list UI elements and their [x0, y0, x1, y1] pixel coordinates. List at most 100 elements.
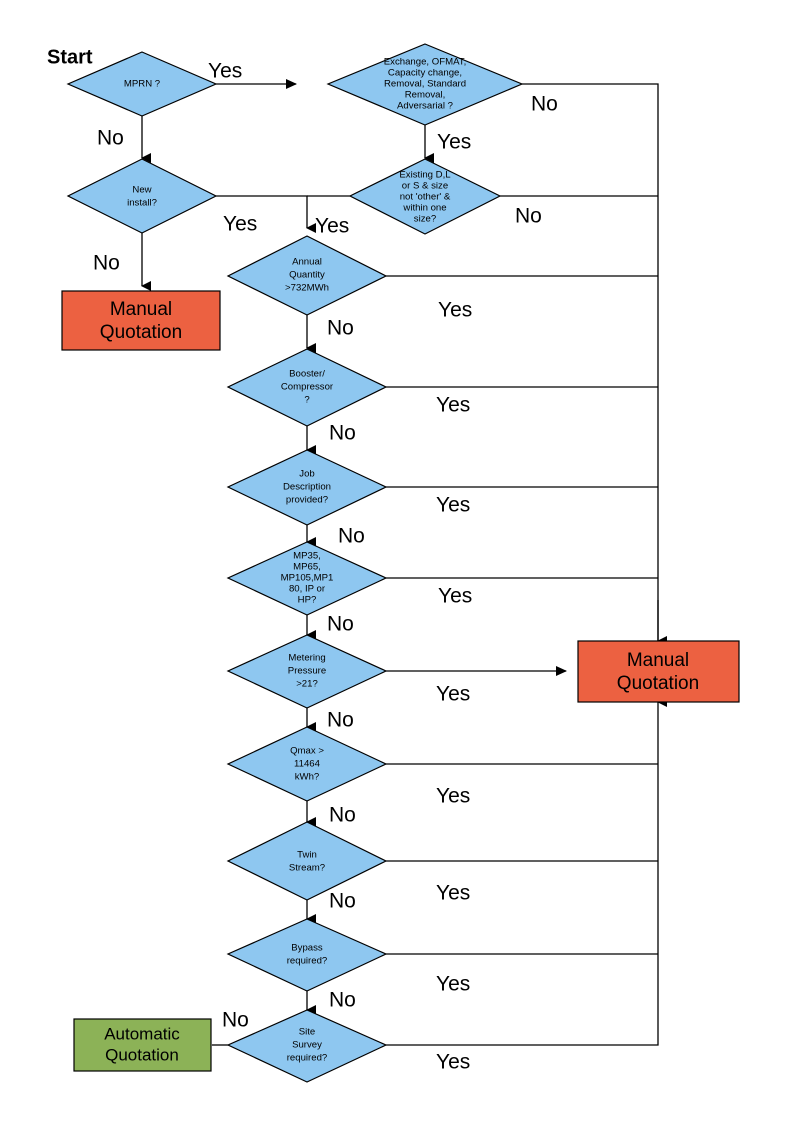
- exchange-label-line-4: Removal,: [405, 90, 446, 101]
- mprn-diamond[interactable]: [66, 51, 218, 117]
- booster-label-line-1: Booster/: [289, 369, 325, 380]
- node-booster[interactable]: Booster/ Compressor ?: [226, 348, 388, 427]
- node-mp-pressure-tier[interactable]: MP35, MP65, MP105,MP1 80, IP or HP?: [226, 541, 388, 616]
- edge-label-twin-yes: Yes: [436, 882, 470, 905]
- node-annual-quantity[interactable]: Annual Quantity >732MWh: [226, 235, 388, 316]
- bypass-label-line-2: required?: [287, 956, 328, 967]
- booster-label-line-2: Compressor: [281, 382, 334, 393]
- bypass-diamond[interactable]: [226, 918, 388, 992]
- site-survey-label-line-1: Site: [299, 1027, 316, 1038]
- edge-label-booster-yes: Yes: [436, 394, 470, 417]
- automatic-quotation-box[interactable]: [73, 1018, 212, 1072]
- exchange-label-line-2: Capacity change,: [388, 68, 462, 79]
- node-manual-quotation-right[interactable]: Manual Quotation: [577, 640, 740, 703]
- edge-label-job-no: No: [338, 525, 365, 548]
- node-automatic-quotation[interactable]: Automatic Quotation: [73, 1018, 212, 1072]
- mp-pressure-tier-label-line-3: MP105,MP1: [281, 573, 334, 584]
- node-site-survey[interactable]: Site Survey required?: [226, 1009, 388, 1083]
- metering-pressure-label-line-3: >21?: [296, 679, 318, 690]
- node-job-description[interactable]: Job Description provided?: [226, 449, 388, 526]
- exchange-diamond[interactable]: [326, 43, 524, 126]
- edge-label-qmax-no: No: [329, 804, 356, 827]
- node-qmax[interactable]: Qmax > 11464 kWh?: [226, 726, 388, 802]
- booster-diamond[interactable]: [226, 348, 388, 427]
- booster-label-line-3: ?: [304, 395, 309, 406]
- edge-label-qmax-yes: Yes: [436, 785, 470, 808]
- edge-label-newinstall-no: No: [93, 252, 120, 275]
- node-manual-quotation-left[interactable]: Manual Quotation: [61, 290, 221, 351]
- twin-stream-label-line-1: Twin: [297, 850, 317, 861]
- site-survey-label-line-3: required?: [287, 1053, 328, 1064]
- edge-label-twin-no: No: [329, 890, 356, 913]
- job-description-label-line-1: Job: [299, 469, 314, 480]
- exchange-label-line-5: Adversarial ?: [397, 101, 453, 112]
- node-existing-dls[interactable]: Existing D,L or S & size not 'other' & w…: [348, 158, 502, 235]
- connector-layer: [141, 79, 667, 1050]
- new-install-label-line-1: New: [132, 185, 151, 196]
- manual-quotation-left-box[interactable]: [61, 290, 221, 351]
- manual-quotation-left-label-line-1: Manual: [110, 299, 172, 320]
- edge-label-bypass-no: No: [329, 989, 356, 1012]
- edge-label-site-no: No: [222, 1009, 249, 1032]
- edge-label-mprn-yes: Yes: [208, 60, 242, 83]
- job-description-label-line-3: provided?: [286, 495, 328, 506]
- metering-pressure-diamond[interactable]: [226, 634, 388, 709]
- annual-quantity-diamond[interactable]: [226, 235, 388, 316]
- edge-label-exchange-no: No: [531, 93, 558, 116]
- edge-label-layer: Yes No No Yes Yes No Yes No Yes No Yes N…: [93, 60, 558, 1074]
- edge-site-yes: [386, 697, 667, 1046]
- site-survey-label-line-2: Survey: [292, 1040, 322, 1051]
- metering-pressure-label-line-2: Pressure: [288, 666, 326, 677]
- edge-exchange-no: [522, 83, 659, 641]
- site-survey-diamond[interactable]: [226, 1009, 388, 1083]
- edge-label-existing-yes: Yes: [315, 215, 349, 238]
- edge-label-existing-no: No: [515, 205, 542, 228]
- node-bypass[interactable]: Bypass required?: [226, 918, 388, 992]
- existing-dls-label-line-2: or S & size: [402, 181, 448, 192]
- edge-label-mp-no: No: [327, 613, 354, 636]
- edge-label-metering-no: No: [327, 709, 354, 732]
- automatic-quotation-label-line-1: Automatic: [104, 1024, 180, 1043]
- existing-dls-diamond[interactable]: [348, 158, 502, 235]
- node-new-install[interactable]: New install?: [66, 158, 218, 234]
- manual-quotation-right-box[interactable]: [577, 640, 740, 703]
- manual-quotation-left-label-line-2: Quotation: [100, 322, 182, 343]
- qmax-label-line-2: 11464: [294, 759, 321, 770]
- new-install-diamond[interactable]: [66, 158, 218, 234]
- edge-label-mprn-no: No: [97, 127, 124, 150]
- edge-label-bypass-yes: Yes: [436, 973, 470, 996]
- qmax-diamond[interactable]: [226, 726, 388, 802]
- manual-quotation-right-label-line-2: Quotation: [617, 673, 699, 694]
- annual-quantity-label-line-1: Annual: [292, 257, 322, 268]
- mp-pressure-tier-label-line-4: 80, IP or: [289, 584, 326, 595]
- edge-label-job-yes: Yes: [436, 494, 470, 517]
- twin-stream-label-line-2: Stream?: [289, 863, 325, 874]
- existing-dls-label-line-4: within one: [402, 203, 446, 214]
- mp-pressure-tier-label-line-5: HP?: [298, 595, 317, 606]
- edge-label-exchange-yes: Yes: [437, 131, 471, 154]
- node-metering-pressure[interactable]: Metering Pressure >21?: [226, 634, 388, 709]
- exchange-label-line-1: Exchange, OFMAT,: [384, 57, 466, 68]
- edge-label-mp-yes: Yes: [438, 585, 472, 608]
- mprn-label: MPRN ?: [124, 79, 160, 90]
- edge-label-metering-yes: Yes: [436, 683, 470, 706]
- qmax-label-line-1: Qmax >: [290, 746, 324, 757]
- mp-pressure-tier-label-line-1: MP35,: [293, 551, 321, 562]
- mp-pressure-tier-diamond[interactable]: [226, 541, 388, 616]
- mp-pressure-tier-label-line-2: MP65,: [293, 562, 321, 573]
- edge-label-site-yes: Yes: [436, 1051, 470, 1074]
- node-mprn[interactable]: MPRN ?: [66, 51, 218, 117]
- twin-stream-diamond[interactable]: [226, 821, 388, 901]
- annual-quantity-label-line-2: Quantity: [289, 270, 325, 281]
- job-description-diamond[interactable]: [226, 449, 388, 526]
- node-twin-stream[interactable]: Twin Stream?: [226, 821, 388, 901]
- automatic-quotation-label-line-2: Quotation: [105, 1045, 179, 1064]
- node-exchange[interactable]: Exchange, OFMAT, Capacity change, Remova…: [326, 43, 524, 126]
- edge-label-newinstall-yes: Yes: [223, 213, 257, 236]
- exchange-label-line-3: Removal, Standard: [384, 79, 466, 90]
- existing-dls-label-line-5: size?: [414, 214, 436, 225]
- annual-quantity-label-line-3: >732MWh: [285, 283, 329, 294]
- manual-quotation-right-label-line-1: Manual: [627, 650, 689, 671]
- metering-pressure-label-line-1: Metering: [288, 653, 325, 664]
